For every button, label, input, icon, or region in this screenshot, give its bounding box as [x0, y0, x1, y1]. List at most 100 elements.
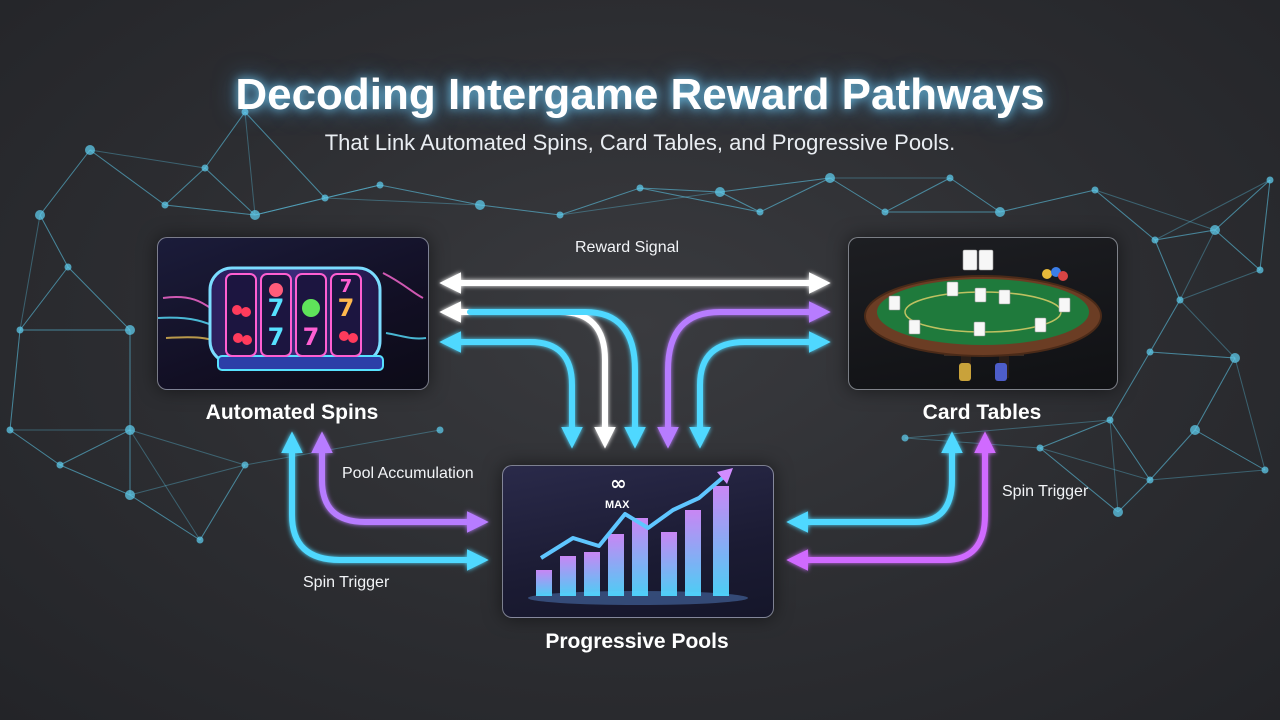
- network-line: [9, 429, 61, 466]
- card-tables-card[interactable]: [848, 237, 1118, 390]
- network-line: [1259, 179, 1271, 271]
- network-line: [1109, 351, 1151, 421]
- network-line: [759, 177, 831, 213]
- network-node: [125, 325, 135, 335]
- network-lines: [9, 111, 1271, 541]
- network-line: [949, 177, 1001, 213]
- network-node: [636, 184, 644, 192]
- network-line: [884, 177, 951, 213]
- network-line: [559, 191, 721, 216]
- network-line: [199, 464, 246, 541]
- network-node: [715, 187, 725, 197]
- tables-to-pools-cyan-arrow: [689, 331, 831, 449]
- network-line: [39, 214, 69, 268]
- progressive-pools-card[interactable]: ∞ MAX: [502, 465, 774, 618]
- network-node: [161, 201, 169, 209]
- network-line: [1149, 429, 1196, 481]
- network-line: [639, 187, 761, 213]
- spin-trigger-right-magenta-arrow: [786, 431, 996, 571]
- network-line: [9, 329, 21, 431]
- network-node: [35, 210, 45, 220]
- network-line: [59, 429, 131, 466]
- network-line: [1094, 189, 1216, 231]
- network-line: [1039, 447, 1151, 481]
- network-line: [39, 149, 91, 216]
- spins-to-pools-white-arrow: [439, 301, 616, 449]
- network-node: [6, 426, 14, 434]
- network-line: [829, 177, 886, 213]
- poker-table-icon: [864, 249, 1102, 381]
- spins-to-pools-cyan-inner-arrow: [467, 309, 646, 449]
- network-line: [1154, 229, 1216, 241]
- network-line: [59, 429, 131, 466]
- page-subtitle: That Link Automated Spins, Card Tables, …: [324, 130, 956, 155]
- network-line: [379, 184, 481, 206]
- network-line: [379, 184, 481, 206]
- network-line: [1109, 419, 1151, 481]
- rising-bar-chart-icon: ∞ MAX: [528, 468, 748, 605]
- network-line: [1154, 179, 1271, 241]
- network-line: [1194, 429, 1266, 471]
- network-node: [946, 174, 954, 182]
- network-line: [639, 187, 761, 213]
- network-line: [89, 149, 166, 206]
- network-line: [324, 197, 481, 206]
- network-line: [164, 204, 256, 216]
- network-line: [129, 429, 201, 541]
- network-line: [9, 329, 21, 431]
- network-line: [1039, 447, 1119, 513]
- network-line: [1039, 419, 1111, 449]
- tables-to-pools-violet-arrow: [657, 301, 831, 449]
- network-line: [1094, 189, 1156, 241]
- page-title: Decoding Intergame Reward Pathways: [235, 70, 1045, 119]
- network-line: [949, 177, 1001, 213]
- network-line: [1039, 419, 1111, 449]
- network-line: [9, 429, 61, 466]
- network-line: [1109, 419, 1119, 513]
- network-node: [1176, 296, 1184, 304]
- network-line: [719, 177, 831, 193]
- network-line: [1194, 357, 1236, 431]
- automated-spins-card[interactable]: 7 7 7 7 7: [157, 237, 429, 390]
- network-line: [129, 464, 246, 496]
- network-node: [1036, 444, 1044, 452]
- network-line: [129, 429, 246, 466]
- network-node: [16, 326, 24, 334]
- network-line: [204, 111, 246, 169]
- network-node: [1230, 353, 1240, 363]
- spin-trigger-right-label: Spin Trigger: [1002, 483, 1089, 500]
- svg-text:7: 7: [338, 294, 355, 322]
- network-line: [1154, 239, 1181, 301]
- network-node: [125, 490, 135, 500]
- network-node: [1190, 425, 1200, 435]
- network-node: [756, 208, 764, 216]
- network-line: [129, 494, 201, 541]
- network-line: [67, 266, 131, 331]
- network-line: [1154, 229, 1216, 241]
- network-line: [39, 214, 69, 268]
- network-node: [1113, 507, 1123, 517]
- network-line: [1149, 351, 1236, 359]
- network-line: [639, 187, 721, 193]
- network-line: [89, 149, 206, 169]
- network-line: [244, 111, 326, 199]
- network-node: [881, 208, 889, 216]
- network-line: [1149, 299, 1181, 353]
- network-line: [39, 149, 91, 216]
- network-line: [59, 464, 131, 496]
- network-line: [1214, 179, 1271, 231]
- network-line: [1094, 189, 1156, 241]
- network-node: [64, 263, 72, 271]
- network-line: [89, 149, 166, 206]
- network-line: [759, 177, 831, 213]
- network-line: [1214, 229, 1261, 271]
- network-node: [556, 211, 564, 219]
- network-line: [204, 167, 256, 216]
- network-node: [1210, 225, 1220, 235]
- network-line: [1214, 229, 1261, 271]
- infinity-icon: ∞: [610, 471, 627, 495]
- network-line: [199, 464, 246, 541]
- max-badge: MAX: [605, 499, 630, 511]
- network-node: [201, 164, 209, 172]
